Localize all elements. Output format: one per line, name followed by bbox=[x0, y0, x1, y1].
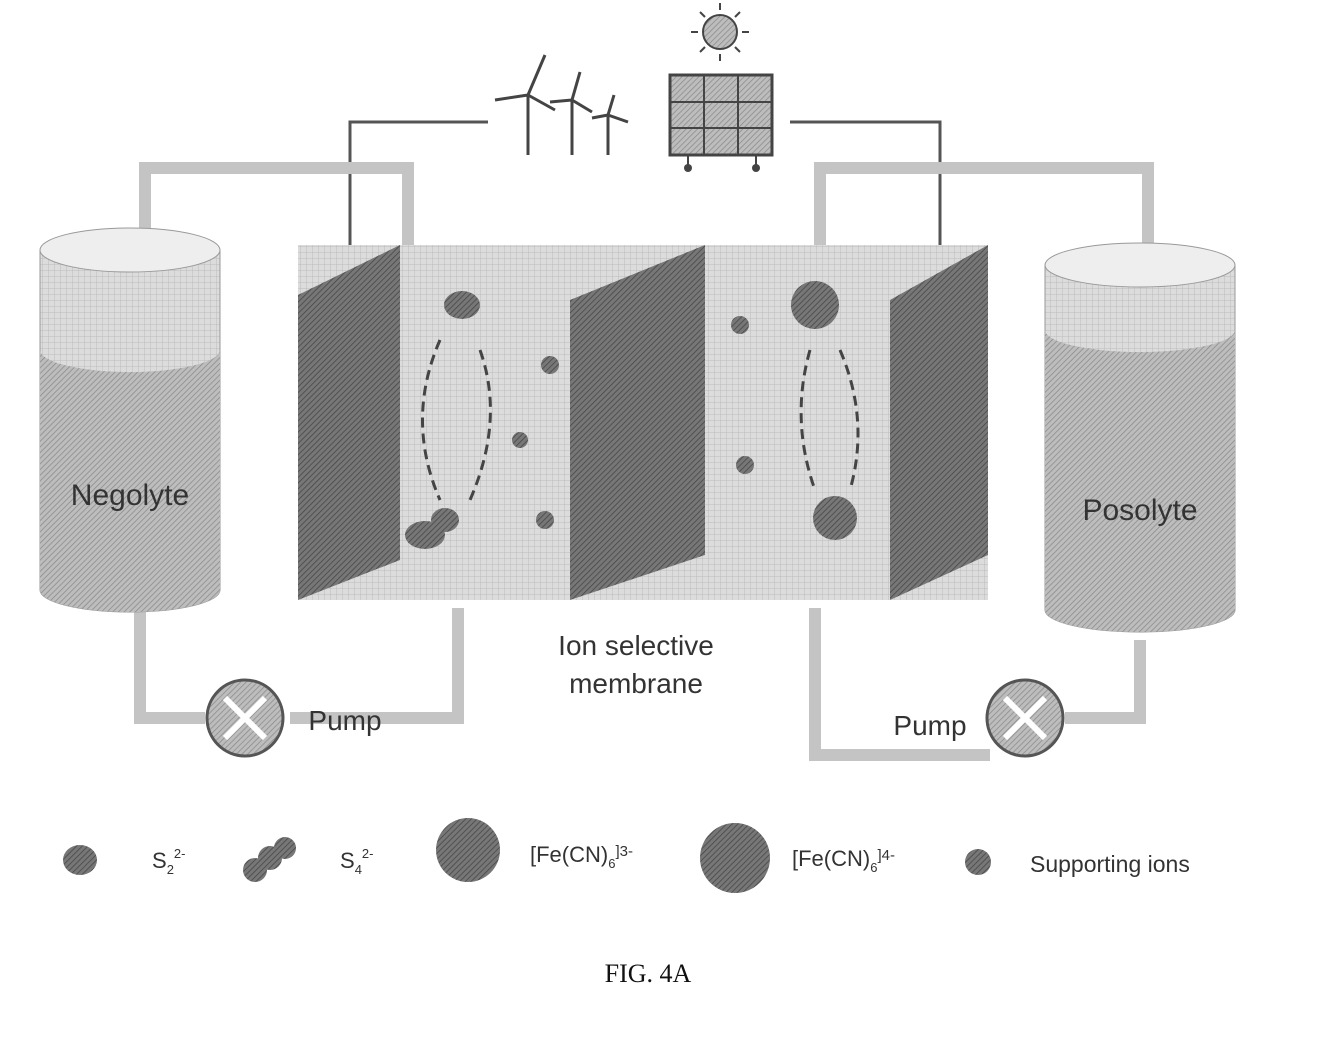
legend-ferricyanide-marker bbox=[436, 818, 500, 882]
pump-left-icon bbox=[207, 680, 283, 756]
legend: S22- S42- [Fe(CN)6]3- [Fe(CN)6]4- Suppor… bbox=[63, 818, 1190, 893]
sun-icon bbox=[691, 3, 749, 61]
posolyte-tank bbox=[1045, 243, 1235, 632]
negolyte-tank bbox=[40, 228, 220, 612]
ion-selective-membrane-plate bbox=[570, 245, 705, 600]
electrical-wires bbox=[350, 122, 940, 260]
negolyte-label: Negolyte bbox=[71, 479, 189, 512]
legend-s2-marker bbox=[63, 845, 97, 875]
wind-turbine-icon bbox=[495, 55, 628, 155]
posolyte-label: Posolyte bbox=[1082, 494, 1197, 527]
legend-ferricyanide-label: [Fe(CN)6]3- bbox=[530, 842, 633, 871]
legend-s4-marker bbox=[243, 837, 296, 882]
legend-ferrocyanide-marker bbox=[700, 823, 770, 893]
legend-s2-label: S22- bbox=[152, 846, 185, 877]
legend-supporting-ions-marker bbox=[965, 849, 991, 875]
negative-electrode bbox=[298, 245, 400, 600]
pump-right-icon bbox=[987, 680, 1063, 756]
legend-ferrocyanide-label: [Fe(CN)6]4- bbox=[792, 846, 895, 875]
legend-supporting-ions-label: Supporting ions bbox=[1030, 851, 1190, 877]
figure-caption: FIG. 4A bbox=[605, 959, 692, 988]
legend-s4-label: S42- bbox=[340, 846, 373, 877]
membrane-label-line2: membrane bbox=[569, 668, 703, 699]
pump-right-label: Pump bbox=[893, 710, 966, 741]
positive-electrode bbox=[890, 245, 988, 600]
pump-left-label: Pump bbox=[308, 705, 381, 736]
solar-panel-icon bbox=[670, 75, 772, 172]
membrane-label-line1: Ion selective bbox=[558, 630, 714, 661]
